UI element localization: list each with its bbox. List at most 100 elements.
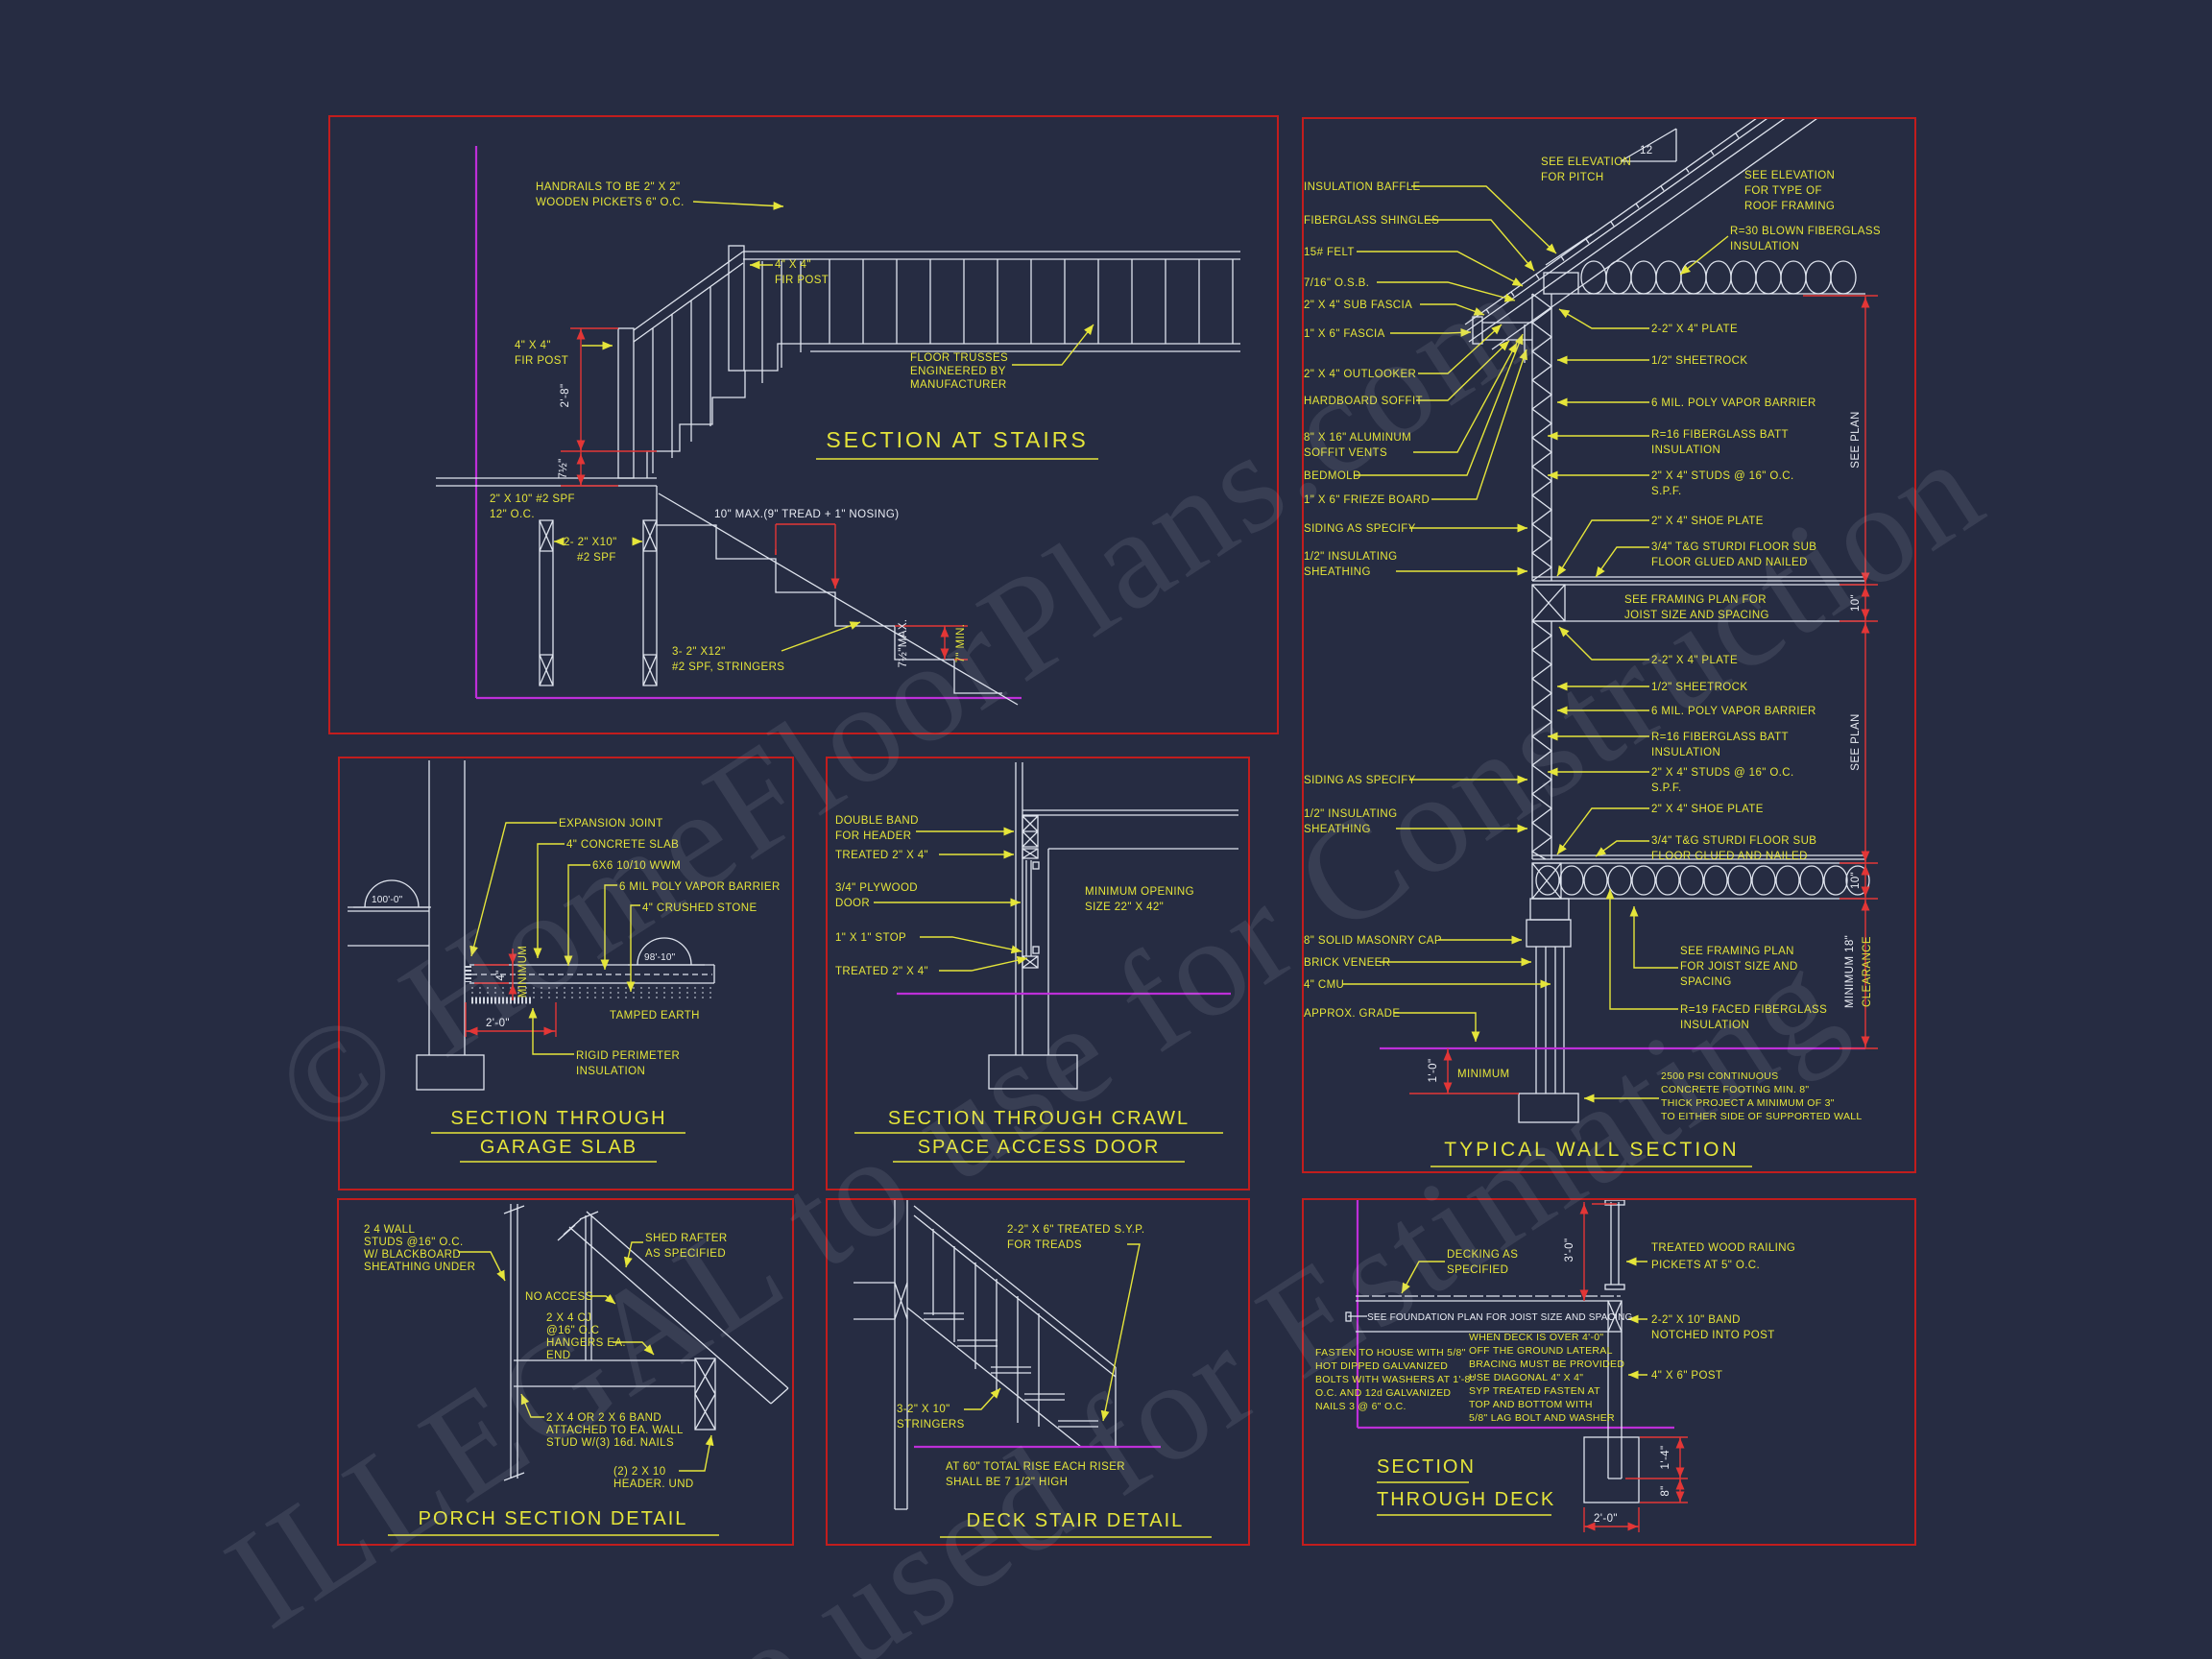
wall-studs2b: S.P.F. [1651, 782, 1682, 794]
garage-title-underline [431, 1132, 685, 1163]
wall-label-sheathing1-2: SHEATHING [1304, 566, 1371, 578]
crawl-title-1: SECTION THROUGH CRAWL [888, 1108, 1190, 1129]
crawl-double-band-1: DOUBLE BAND [835, 815, 919, 827]
porch-cj-2: @16" O.C [546, 1325, 599, 1336]
stairs-dim-2-8: 2'-8" [560, 384, 571, 408]
wall-shoe2: 2" X 4" SHOE PLATE [1651, 804, 1764, 815]
garage-leaders [469, 822, 640, 1055]
deck-post: 4" X 6" POST [1651, 1370, 1722, 1382]
garage-label-slab: 4" CONCRETE SLAB [566, 839, 679, 851]
wall-dimensions [1409, 295, 1878, 1094]
wall-label-baffle: INSULATION BAFFLE [1304, 181, 1421, 193]
crawl-opening-1: MINIMUM OPENING [1085, 886, 1194, 898]
wall-label-bedmold: BEDMOLD [1304, 470, 1361, 482]
stairs-leaders [553, 201, 1094, 652]
wall-label-siding2: SIDING AS SPECIFY [1304, 775, 1416, 786]
wall-framing-plan-2: FOR JOIST SIZE AND [1680, 961, 1798, 973]
garage-label-expansion: EXPANSION JOINT [559, 818, 663, 830]
wall-dim-10-1: 10" [1850, 594, 1862, 612]
deck-decking-1: DECKING AS [1447, 1249, 1518, 1261]
wall-label-grade: APPROX. GRADE [1304, 1008, 1400, 1020]
deck-bolt [1345, 1311, 1367, 1322]
wall-r16-1b: INSULATION [1651, 445, 1720, 456]
wall-dim-min18: MINIMUM 18" [1844, 935, 1856, 1008]
stairs-title: SECTION AT STAIRS [826, 427, 1088, 452]
deck-decking-2: SPECIFIED [1447, 1264, 1508, 1276]
porch-title: PORCH SECTION DETAIL [419, 1508, 688, 1529]
porch-rafter-1: SHED RAFTER [645, 1233, 728, 1244]
deck-dim-1-4: 1'-4" [1660, 1446, 1671, 1470]
wall-label-subfascia: 2" X 4" SUB FASCIA [1304, 300, 1412, 311]
garage-tamped: TAMPED EARTH [610, 1010, 700, 1022]
crawl-footing [988, 1054, 1078, 1090]
wall-footing-note-2: CONCRETE FOOTING MIN. 8" [1661, 1084, 1809, 1095]
wall-vapor2: 6 MIL. POLY VAPOR BARRIER [1651, 706, 1816, 717]
wall-sheetrock2: 1/2" SHEETROCK [1651, 682, 1747, 693]
deck-drawing: DECKING AS SPECIFIED 3'-0" TREATED WOOD … [1315, 1200, 1795, 1532]
garage-dimensions [465, 949, 557, 1037]
wall-label-shingles: FIBERGLASS SHINGLES [1304, 215, 1439, 227]
wall-title: TYPICAL WALL SECTION [1444, 1139, 1739, 1161]
crawl-title-underline [854, 1132, 1223, 1163]
porch-wall-studs-3: W/ BLACKBOARD [364, 1249, 461, 1261]
panel-deck-section: DECKING AS SPECIFIED 3'-0" TREATED WOOD … [1302, 1198, 1916, 1546]
wall-top-plate [1543, 272, 1579, 295]
garage-level-main: 100'-0" [372, 895, 403, 905]
stairs-label-fir-post-upper-1: 4" X 4" [775, 259, 811, 271]
wall-label-cmu: 4" CMU [1304, 979, 1344, 991]
deckstair-treads-1: 2-2" X 6" TREATED S.Y.P. [1007, 1224, 1144, 1236]
wall-dim-10-2: 10" [1850, 872, 1862, 889]
wall-label-osb: 7/16" O.S.B. [1304, 277, 1369, 289]
garage-minimum: MINIMUM [517, 946, 529, 998]
deck-railing-1: TREATED WOOD RAILING [1651, 1242, 1795, 1254]
garage-label-vapor: 6 MIL POLY VAPOR BARRIER [619, 881, 781, 893]
wall-fascia [1472, 316, 1483, 345]
wall-drawing: INSULATION BAFFLE FIBERGLASS SHINGLES 15… [1304, 119, 1881, 1167]
deck-dim-8: 8" [1660, 1485, 1671, 1496]
wall-subfloor1a: 3/4" T&G STURDI FLOOR SUB [1651, 541, 1816, 553]
wall-r19-1: R=19 FACED FIBERGLASS [1680, 1004, 1827, 1016]
wall-dim-see-plan-2: SEE PLAN [1850, 713, 1862, 770]
stairs-label-stringers-1: 3- 2" X12" [672, 646, 726, 658]
crawl-plywood-1: 3/4" PLYWOOD [835, 882, 918, 894]
garage-dim-2-0: 2'-0" [486, 1018, 510, 1029]
garage-level-marker-slab [628, 937, 705, 966]
wall-dim-clearance: CLEARANCE [1862, 936, 1873, 1007]
deck-dim-2-0: 2'-0" [1594, 1513, 1618, 1525]
wall-label-soffit: HARDBOARD SOFFIT [1304, 396, 1423, 407]
crawl-stop: 1" X 1" STOP [835, 932, 906, 944]
porch-wall-studs-2: STUDS @16" O.C. [364, 1237, 464, 1248]
deck-bracing-2: OFF THE GROUND LATERAL [1469, 1345, 1613, 1357]
porch-cj-3: HANGERS EA. [546, 1337, 626, 1349]
wall-label-outlooker: 2" X 4" OUTLOOKER [1304, 369, 1416, 380]
crawl-leaders [874, 827, 1028, 972]
deck-footing [1583, 1436, 1640, 1503]
deck-bracing-4: USE DIAGONAL 4" X 4" [1469, 1372, 1583, 1383]
deck-band-1: 2-2" X 10" BAND [1651, 1314, 1741, 1326]
deck-fasten-3: BOLTS WITH WASHERS AT 1'-8" [1315, 1374, 1475, 1385]
wall-leaders [1342, 185, 1729, 1103]
stairs-drawing: HANDRAILS TO BE 2" X 2" WOODEN PICKETS 6… [436, 146, 1240, 706]
deck-title-1: SECTION [1377, 1456, 1476, 1478]
wall-roof-framing-2: FOR TYPE OF [1744, 185, 1822, 197]
stairs-label-stringers-2: #2 SPF, STRINGERS [672, 661, 784, 673]
stairs-label-floor-joist-1: 2" X 10" #2 SPF [490, 493, 575, 505]
deckstair-drawing: 2-2" X 6" TREATED S.Y.P. FOR TREADS 3-2"… [854, 1200, 1212, 1538]
panel-typical-wall: INSULATION BAFFLE FIBERGLASS SHINGLES 15… [1302, 117, 1916, 1173]
crawl-treated-bottom: TREATED 2" X 4" [835, 966, 928, 977]
wall-framing-plan-1: SEE FRAMING PLAN [1680, 946, 1794, 957]
deck-title-2: THROUGH DECK [1377, 1489, 1555, 1510]
wall-framing-plan-3: SPACING [1680, 976, 1732, 988]
stairs-upper-flight [617, 245, 1240, 479]
wall-footing-note-3: THICK PROJECT A MINIMUM OF 3" [1661, 1097, 1835, 1109]
stairs-label-fir-post-lower-2: FIR POST [515, 355, 568, 367]
wall-studs2a: 2" X 4" STUDS @ 16" O.C. [1651, 767, 1794, 779]
stairs-label-floor-joist-2: 12" O.C. [490, 509, 535, 520]
porch-no-access: NO ACCESS [525, 1291, 593, 1303]
porch-structure [503, 1204, 789, 1481]
deck-bracing-6: TOP AND BOTTOM WITH [1469, 1399, 1593, 1410]
wall-lower-wall [1530, 620, 1870, 900]
wall-label-pitch-1: SEE ELEVATION [1541, 156, 1631, 168]
wall-framing-band-2: JOIST SIZE AND SPACING [1624, 610, 1769, 621]
porch-header-2: HEADER. UND [613, 1479, 694, 1490]
